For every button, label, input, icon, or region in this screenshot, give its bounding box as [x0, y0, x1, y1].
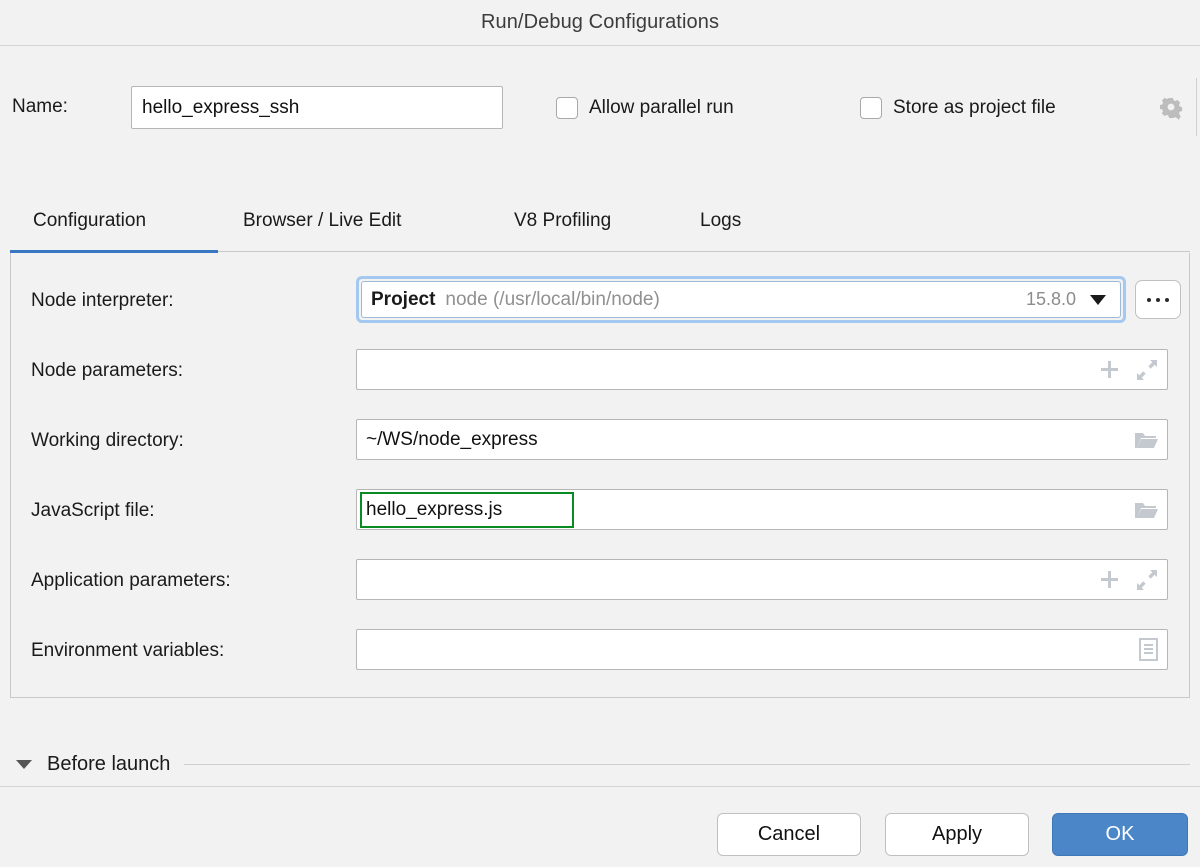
- configuration-panel: Node interpreter: Project node (/usr/loc…: [10, 253, 1190, 698]
- allow-parallel-run-checkbox[interactable]: [556, 97, 578, 119]
- working-directory-icons: [1134, 420, 1158, 459]
- name-label: Name:: [12, 96, 68, 117]
- javascript-file-icons: [1134, 490, 1158, 529]
- node-interpreter-browse-button[interactable]: [1135, 280, 1181, 319]
- node-interpreter-combo[interactable]: Project node (/usr/local/bin/node) 15.8.…: [361, 281, 1121, 318]
- folder-icon[interactable]: [1134, 430, 1158, 450]
- node-parameters-label: Node parameters:: [31, 360, 184, 381]
- application-parameters-icons: [1099, 560, 1158, 599]
- footer-separator: [0, 786, 1200, 787]
- title-separator: [0, 45, 1200, 46]
- before-launch-section[interactable]: Before launch: [0, 745, 1200, 783]
- plus-icon[interactable]: [1099, 359, 1120, 380]
- before-launch-label: Before launch: [47, 752, 171, 775]
- environment-variables-input[interactable]: [356, 629, 1168, 670]
- tab-browser-live-edit[interactable]: Browser / Live Edit: [243, 210, 402, 231]
- allow-parallel-run-label: Allow parallel run: [589, 97, 734, 118]
- tab-configuration[interactable]: Configuration: [33, 210, 147, 231]
- dot-icon: [1156, 297, 1160, 302]
- gear-icon[interactable]: [1158, 96, 1184, 122]
- application-parameters-input[interactable]: [356, 559, 1168, 600]
- apply-button[interactable]: Apply: [885, 813, 1029, 856]
- store-as-project-file-checkbox-row[interactable]: Store as project file: [860, 97, 1056, 119]
- dialog-title: Run/Debug Configurations: [480, 11, 720, 33]
- row-javascript-file: JavaScript file:: [11, 491, 1189, 531]
- environment-variables-icons: [1139, 630, 1158, 669]
- row-node-interpreter: Node interpreter:: [11, 281, 1189, 321]
- folder-icon[interactable]: [1134, 500, 1158, 520]
- expand-icon[interactable]: [1136, 359, 1158, 381]
- chevron-down-icon[interactable]: [16, 759, 32, 769]
- dot-icon: [1147, 297, 1151, 302]
- node-interpreter-combo-wrapper[interactable]: Project node (/usr/local/bin/node) 15.8.…: [356, 276, 1126, 323]
- node-interpreter-version: 15.8.0: [1025, 289, 1076, 309]
- dot-icon: [1165, 297, 1169, 302]
- plus-icon[interactable]: [1099, 569, 1120, 590]
- application-parameters-label: Application parameters:: [31, 570, 231, 591]
- name-input[interactable]: [131, 86, 503, 129]
- working-directory-value: ~/WS/node_express: [366, 428, 538, 450]
- chevron-down-icon[interactable]: [1090, 294, 1106, 305]
- row-environment-variables: Environment variables:: [11, 631, 1189, 671]
- node-interpreter-scope: Project: [371, 288, 436, 310]
- node-interpreter-path: node (/usr/local/bin/node): [445, 288, 660, 310]
- dialog-title-bar: Run/Debug Configurations: [0, 0, 1200, 45]
- ok-button[interactable]: OK: [1052, 813, 1188, 856]
- row-node-parameters: Node parameters:: [11, 351, 1189, 391]
- tab-logs[interactable]: Logs: [700, 210, 742, 231]
- javascript-file-label: JavaScript file:: [31, 500, 155, 521]
- node-parameters-icons: [1099, 350, 1158, 389]
- javascript-file-input[interactable]: hello_express.js: [356, 489, 1168, 530]
- before-launch-divider: [184, 763, 1190, 765]
- store-as-project-file-checkbox[interactable]: [860, 97, 882, 119]
- tab-bar: Configuration Browser / Live Edit V8 Pro…: [0, 200, 1200, 252]
- expand-icon[interactable]: [1136, 569, 1158, 591]
- node-parameters-input[interactable]: [356, 349, 1168, 390]
- tab-active-indicator: [10, 250, 218, 253]
- allow-parallel-run-checkbox-row[interactable]: Allow parallel run: [556, 97, 734, 119]
- store-as-project-file-label: Store as project file: [893, 97, 1056, 118]
- working-directory-input[interactable]: ~/WS/node_express: [356, 419, 1168, 460]
- row-application-parameters: Application parameters:: [11, 561, 1189, 601]
- row-working-directory: Working directory:: [11, 421, 1189, 461]
- list-document-icon[interactable]: [1139, 638, 1158, 661]
- tab-baseline: [218, 251, 1190, 252]
- working-directory-label: Working directory:: [31, 430, 184, 451]
- javascript-file-value: hello_express.js: [366, 498, 503, 520]
- cancel-button[interactable]: Cancel: [717, 813, 861, 856]
- environment-variables-label: Environment variables:: [31, 640, 225, 661]
- node-interpreter-label: Node interpreter:: [31, 290, 174, 311]
- right-edge-clipped-element: [1196, 78, 1197, 136]
- tab-v8-profiling[interactable]: V8 Profiling: [514, 210, 612, 231]
